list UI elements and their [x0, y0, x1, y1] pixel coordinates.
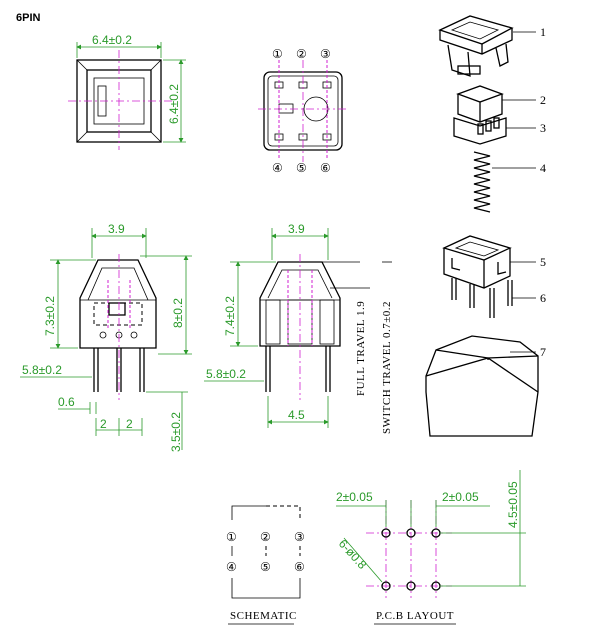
bottom-pin-4: ④ — [272, 161, 283, 175]
dim-left-pin-offset: 5.8±0.2 — [22, 363, 62, 377]
full-travel-label: FULL TRAVEL 1.9 — [355, 301, 367, 396]
exploded-view: 1 2 3 4 5 6 7 — [425, 15, 546, 437]
part-label-2: 2 — [540, 93, 546, 107]
dim-pin-pitch-left: 2 — [100, 417, 107, 431]
schematic-pin-2: ② — [260, 530, 271, 544]
dim-pcb-row-spacing: 4.5±0.05 — [506, 481, 520, 528]
dim-pcb-holes: 6-ø0.8 — [336, 537, 370, 572]
schematic: ① ② ③ ④ ⑤ ⑥ SCHEMATIC — [226, 505, 305, 625]
bottom-pin-3: ③ — [320, 47, 331, 61]
switch-travel-label: SWITCH TRAVEL 0.7±0.2 — [381, 301, 393, 434]
part-label-1: 1 — [540, 25, 546, 39]
top-view: 6.4±0.2 6.4±0.2 — [68, 33, 186, 150]
bottom-pin-6: ⑥ — [320, 161, 331, 175]
bottom-pin-2: ② — [296, 47, 307, 61]
dim-pin-length: 3.5±0.2 — [169, 412, 183, 452]
drawing-title: 6PIN — [16, 12, 41, 24]
part-label-5: 5 — [540, 255, 546, 269]
side-view-left: 3.9 7.3±0.2 8±0.2 5.8±0.2 0.6 2 2 3.5±0.… — [20, 222, 192, 452]
dim-pcb-pitch-left: 2±0.05 — [336, 490, 373, 504]
schematic-pin-4: ④ — [226, 560, 237, 574]
dim-pin-pitch-right: 2 — [126, 417, 133, 431]
dim-left-body-height: 7.3±0.2 — [43, 296, 57, 336]
part-label-7: 7 — [540, 345, 546, 359]
schematic-pin-1: ① — [226, 530, 237, 544]
pcb-layout: 2±0.05 2±0.05 4.5±0.05 6-ø0.8 P.C.B LAYO… — [336, 470, 526, 625]
part-label-4: 4 — [540, 161, 546, 175]
dim-pin-span: 4.5 — [288, 408, 305, 422]
bottom-pin-1: ① — [272, 47, 283, 61]
dim-pcb-pitch-right: 2±0.05 — [442, 490, 479, 504]
dim-right-top-width: 3.9 — [288, 222, 305, 236]
dim-right-body-height: 7.4±0.2 — [223, 296, 237, 336]
dim-left-total-height: 8±0.2 — [171, 298, 185, 328]
bottom-pin-5: ⑤ — [296, 161, 307, 175]
schematic-pin-3: ③ — [294, 530, 305, 544]
dim-pin-thickness: 0.6 — [58, 395, 75, 409]
dim-left-top-width: 3.9 — [108, 222, 125, 236]
pcb-caption: P.C.B LAYOUT — [376, 610, 454, 622]
part-label-6: 6 — [540, 291, 546, 305]
dim-top-depth: 6.4±0.2 — [167, 84, 181, 124]
schematic-pin-5: ⑤ — [260, 560, 271, 574]
dim-right-pin-offset: 5.8±0.2 — [206, 367, 246, 381]
bottom-view: ① ② ③ ④ ⑤ ⑥ — [258, 47, 348, 175]
side-view-right: 3.9 7.4±0.2 5.8±0.2 4.5 FULL TRAVEL 1.9 … — [204, 222, 393, 434]
part-label-3: 3 — [540, 121, 546, 135]
dim-top-width: 6.4±0.2 — [92, 33, 132, 47]
schematic-caption: SCHEMATIC — [230, 610, 297, 622]
schematic-pin-6: ⑥ — [294, 560, 305, 574]
